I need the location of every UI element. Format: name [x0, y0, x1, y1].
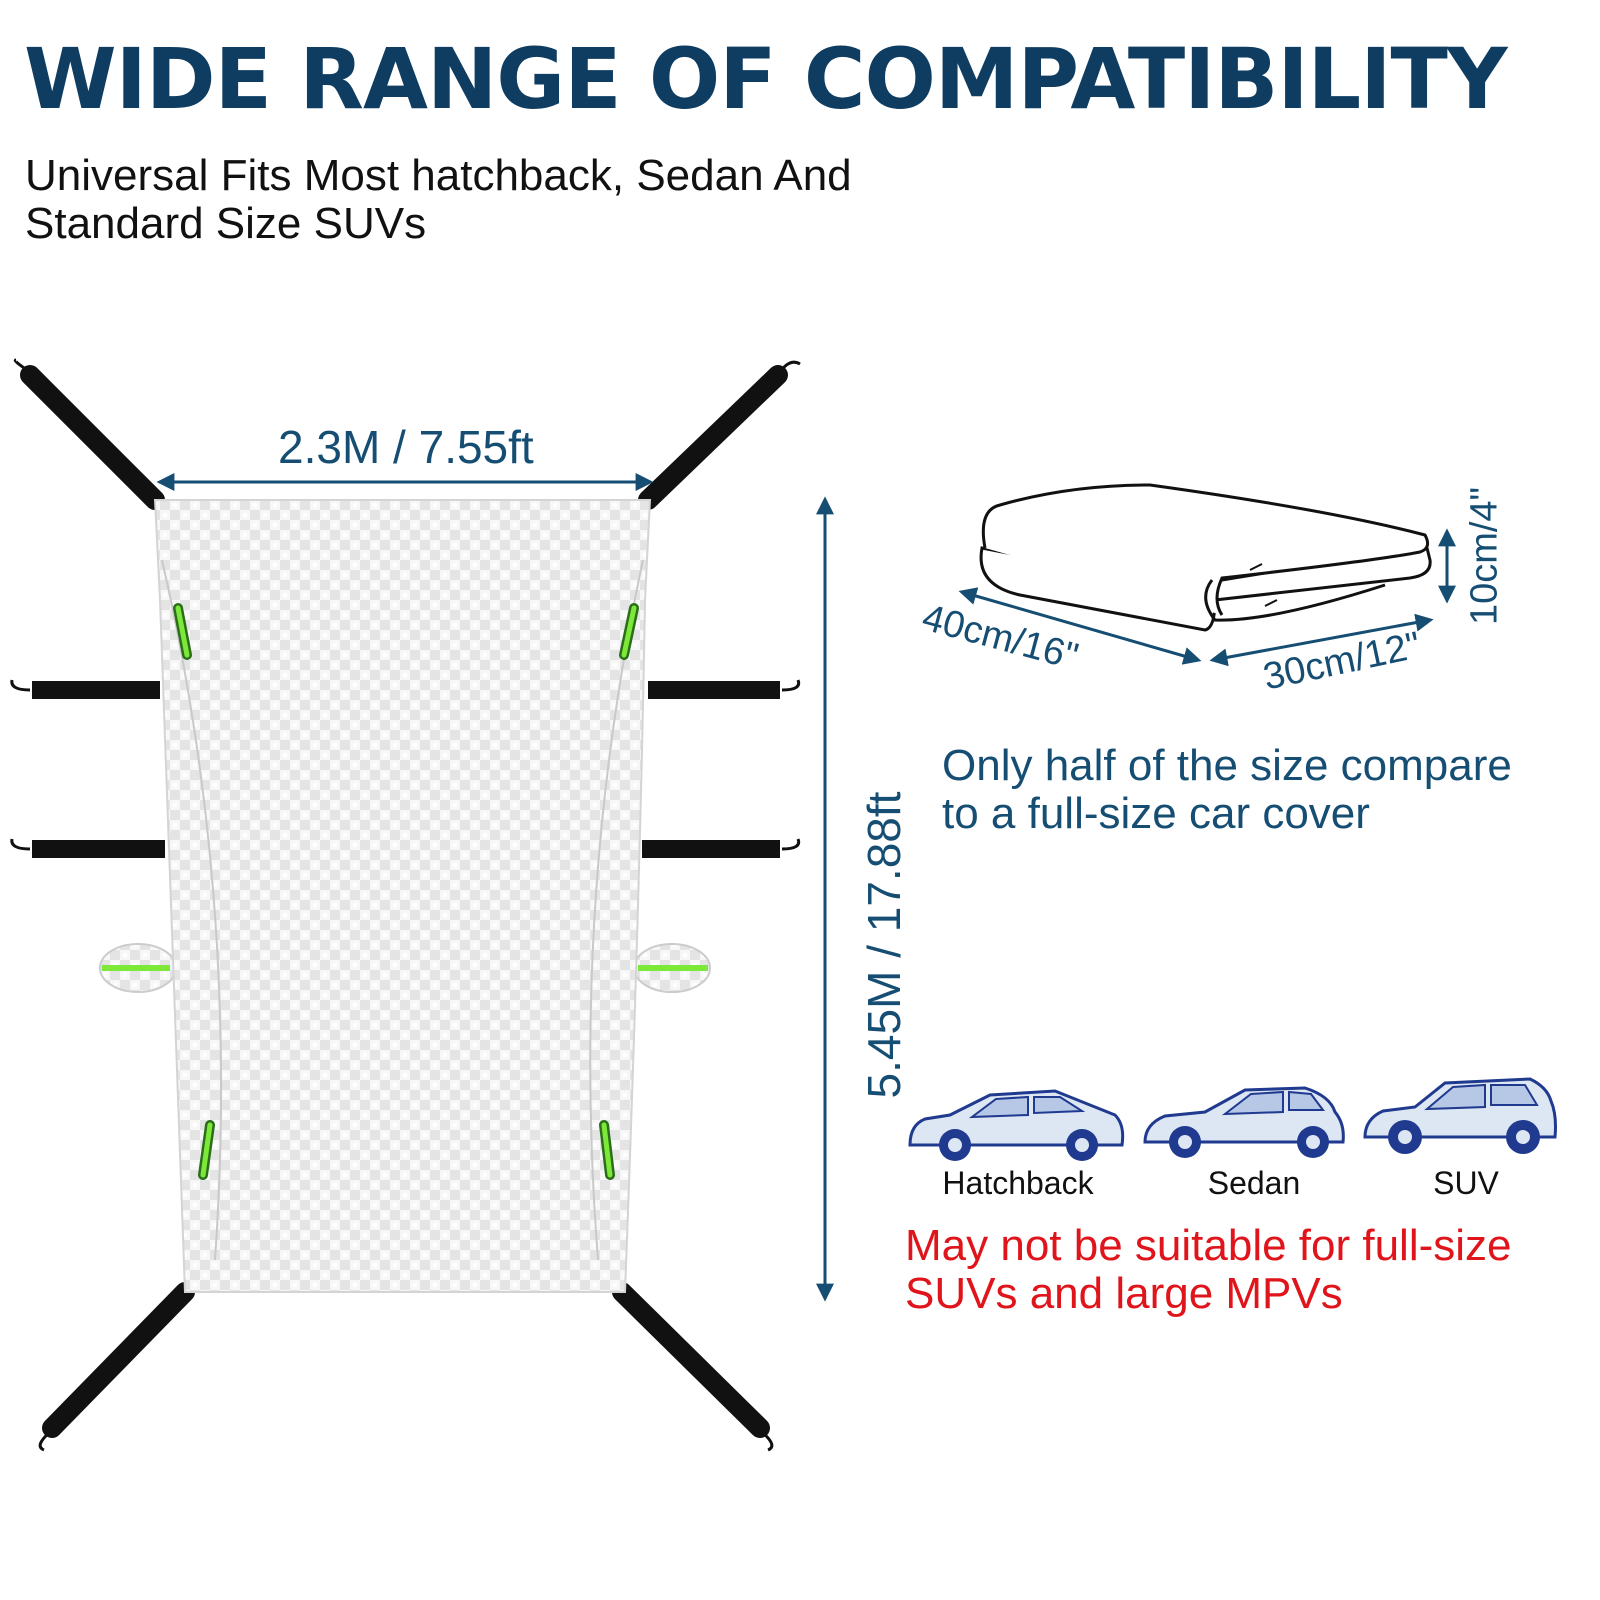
- subheadline-line-1: Universal Fits Most hatchback, Sedan And: [25, 151, 852, 200]
- strap-left-1: [10, 679, 160, 699]
- mirror-pocket-right: [633, 943, 711, 993]
- sedan-car-icon: [1143, 1086, 1345, 1158]
- mirror-pocket-left: [99, 943, 177, 993]
- suv-label: SUV: [1433, 1165, 1499, 1201]
- folded-package-icon: [979, 483, 1432, 632]
- package-note-line-1: Only half of the size compare: [942, 741, 1512, 790]
- strap-right-2: [642, 838, 801, 858]
- warning-line-2: SUVs and large MPVs: [905, 1269, 1343, 1318]
- package-height-label: 10cm/4": [1463, 486, 1506, 626]
- strap-right-1: [648, 679, 801, 699]
- car-cover-sheet: [153, 499, 652, 1293]
- subheadline-line-2: Standard Size SUVs: [25, 199, 427, 248]
- hatchback-car-icon: [908, 1089, 1125, 1161]
- strap-top-right: [638, 360, 801, 510]
- headline: WIDE RANGE OF COMPATIBILITY: [24, 30, 1508, 128]
- strap-bottom-left: [38, 1282, 195, 1452]
- package-size-note: Only half of the size compare to a full-…: [942, 742, 1512, 838]
- length-dimension-label: 5.45M / 17.88ft: [858, 791, 910, 1099]
- width-dimension-label: 2.3M / 7.55ft: [278, 421, 534, 473]
- strap-bottom-right: [612, 1282, 774, 1452]
- subheadline: Universal Fits Most hatchback, Sedan And…: [25, 152, 852, 248]
- sedan-label: Sedan: [1207, 1165, 1301, 1201]
- package-note-line-2: to a full-size car cover: [942, 789, 1370, 838]
- package-width-arrow: [1209, 613, 1434, 667]
- package-length-arrow: [958, 587, 1202, 665]
- strap-top-left: [13, 358, 165, 510]
- warning-line-1: May not be suitable for full-size: [905, 1221, 1512, 1270]
- hatchback-label: Hatchback: [942, 1165, 1094, 1201]
- suv-car-icon: [1363, 1077, 1557, 1154]
- compatibility-warning: May not be suitable for full-size SUVs a…: [905, 1222, 1512, 1318]
- strap-left-2: [10, 838, 165, 858]
